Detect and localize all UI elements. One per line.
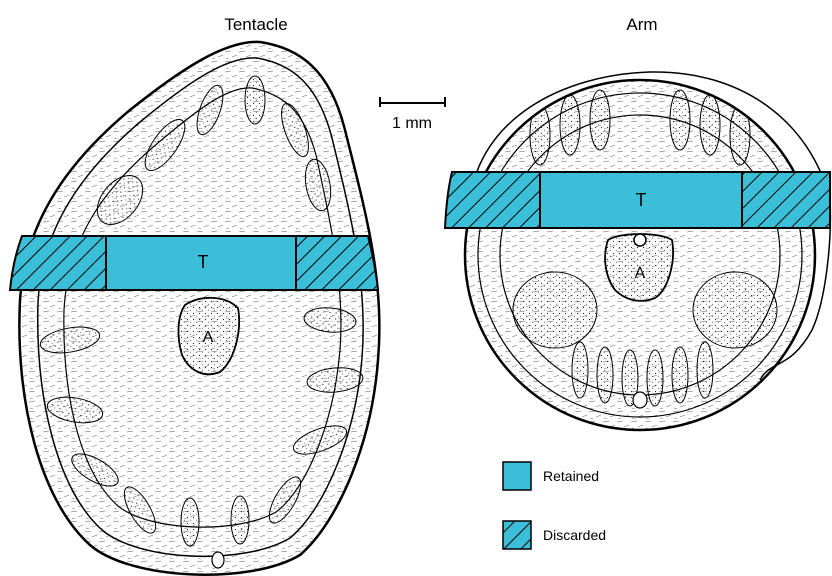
scale-bar-label: 1 mm [392, 115, 432, 132]
scale-bar: 1 mm [380, 97, 445, 132]
legend-retained-swatch [503, 462, 531, 490]
tentacle-band: T [10, 236, 378, 290]
tentacle-nerve-label: A [203, 329, 214, 346]
arm-title: Arm [626, 15, 657, 34]
legend: Retained Discarded [503, 462, 606, 549]
tentacle-cross-section: A [19, 42, 379, 575]
legend-discarded: Discarded [503, 521, 606, 549]
arm-discarded-right [742, 172, 830, 228]
arm-band-label: T [636, 190, 647, 210]
arm-band: T [445, 172, 830, 228]
tentacle-discarded-left [10, 236, 106, 290]
legend-retained-label: Retained [543, 468, 599, 484]
tentacle-panel: Tentacle [10, 15, 379, 575]
tentacle-band-label: T [198, 252, 209, 272]
tentacle-title: Tentacle [224, 15, 287, 34]
arm-discarded-left [445, 172, 540, 228]
legend-discarded-label: Discarded [543, 527, 606, 543]
arm-cross-section: A [465, 72, 830, 430]
legend-discarded-swatch [503, 521, 531, 549]
tentacle-discarded-right [296, 236, 378, 290]
arm-nerve-label: A [635, 265, 646, 282]
arm-panel: Arm [445, 15, 830, 430]
legend-retained: Retained [503, 462, 599, 490]
